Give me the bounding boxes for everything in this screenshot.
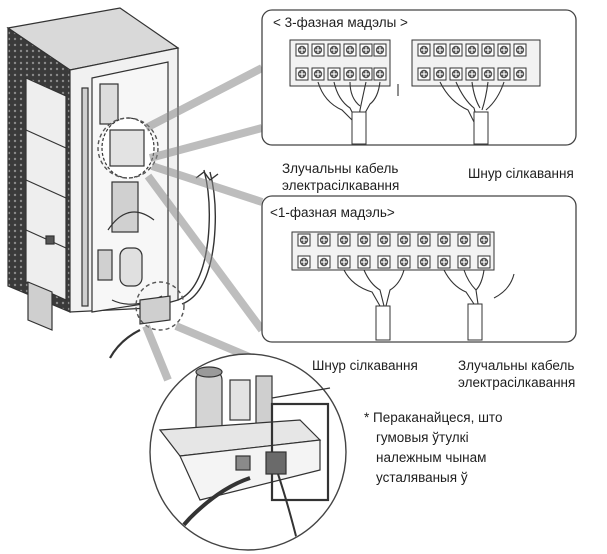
note-line-3: належным чынам: [376, 450, 487, 465]
three-phase-panel: [261, 9, 577, 146]
note-line-2: гумовыя ўтулкі: [376, 430, 469, 445]
callout-lines: [144, 64, 266, 333]
three-phase-title: < 3-фазная мадэлы >: [273, 15, 408, 30]
three-phase-power-cable-line1: Злучальны кабель: [282, 161, 399, 176]
single-phase-power-cable-label: Злучальны кабель электрасілкавання: [458, 357, 575, 391]
bushing-note: * Пераканайцеся, што гумовыя ўтулкі нале…: [364, 408, 502, 488]
unit-cables: [109, 169, 219, 359]
bushing-detail: [149, 353, 347, 551]
note-line-1: * Пераканайцеся, што: [364, 410, 503, 425]
bushing-highlight-circle: [135, 281, 185, 331]
three-phase-power-cable-line2: электрасілкавання: [282, 178, 400, 193]
single-phase-power-cable-line1: Злучальны кабель: [458, 358, 575, 373]
three-phase-supply-cord-label: Шнур сілкавання: [468, 166, 574, 181]
single-phase-panel: [261, 195, 577, 343]
single-phase-title: <1-фазная мадэль>: [270, 205, 395, 220]
single-phase-power-cable-line2: электрасілкавання: [458, 375, 576, 390]
note-line-4: усталяваныя ў: [376, 470, 468, 485]
single-phase-supply-cord-label: Шнур сілкавання: [312, 358, 418, 373]
terminal-highlight-circle: [97, 117, 159, 179]
three-phase-power-cable-label: Злучальны кабель электрасілкавання: [282, 160, 399, 194]
